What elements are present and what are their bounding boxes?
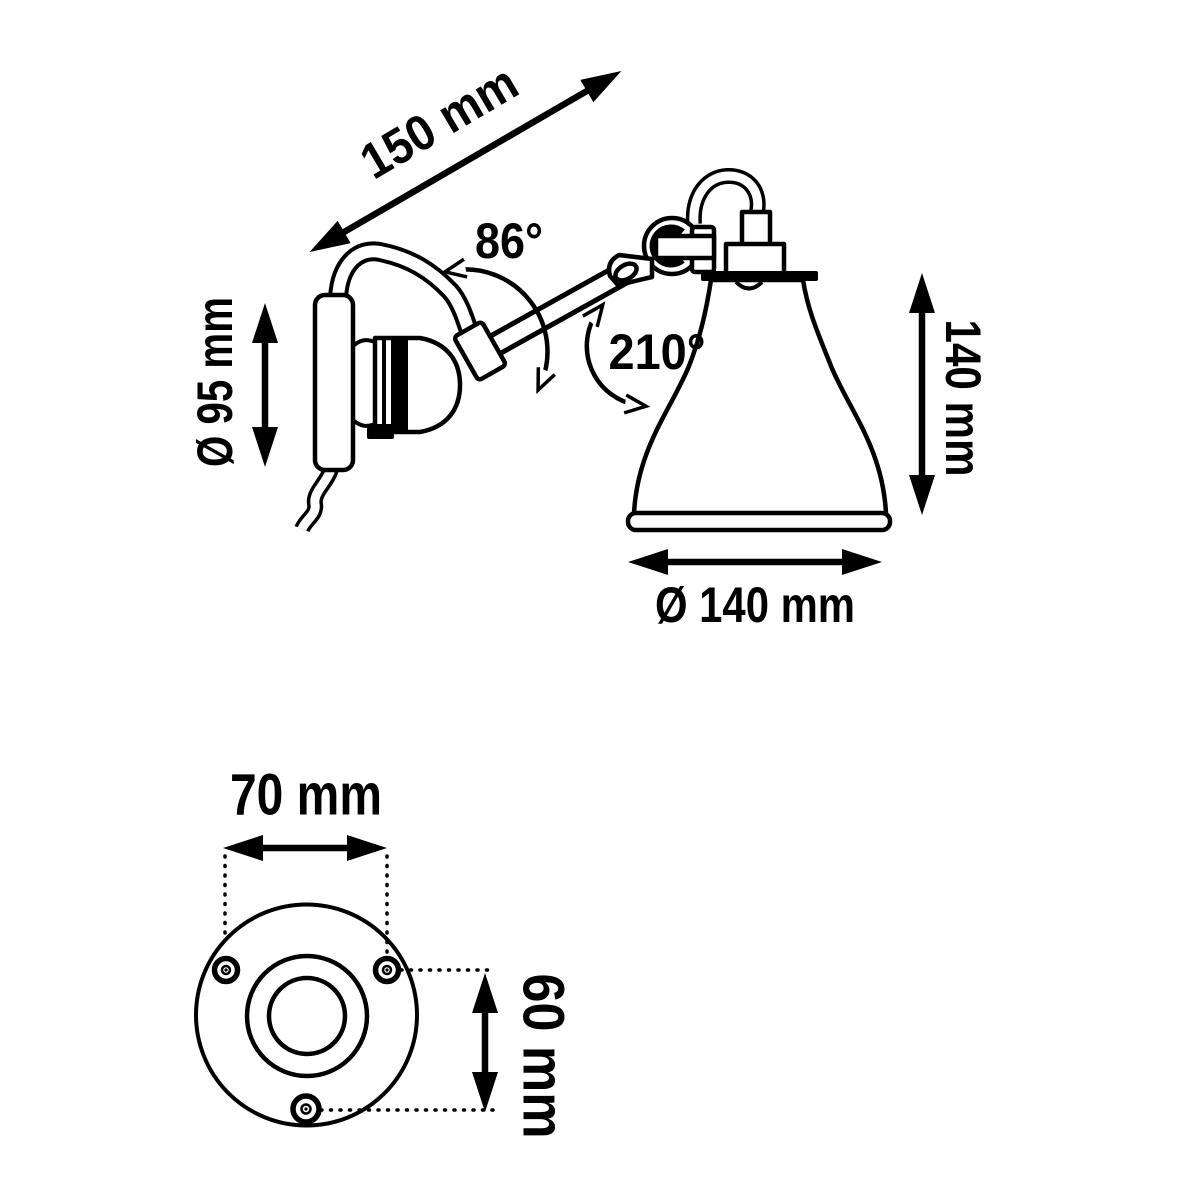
shade-top-bar [701,271,818,281]
dim-backplate-95: Ø 95 mm [187,297,278,467]
side-view: 150 mm 86° [187,54,991,633]
cable-upper [328,241,479,335]
dim-screw-width-label: 70 mm [230,763,382,828]
lamp-socket [367,335,463,439]
power-cord [294,466,339,533]
mount-plate-center-hole [266,975,348,1057]
mount-plate-middle-circle [244,953,370,1079]
dim-backplate-label: Ø 95 mm [187,297,243,467]
dim-shade-diameter-label: Ø 140 mm [655,577,855,633]
shade-rim [625,510,893,533]
base-plate-view: 70 mm 60 mm [194,763,576,1139]
shade-stem [723,209,787,277]
arm-end-pivot [613,261,639,283]
angle-210: 210° [587,310,706,406]
angle-86: 86° [451,213,548,385]
angle-210-label: 210° [609,324,706,380]
screw-top-right [372,955,402,985]
wall-plate [312,292,356,473]
socket-neck [351,338,376,428]
switch-tab [367,424,394,439]
shade-neck-detail [734,280,764,291]
joint-clamp-bar [653,233,717,261]
dim-projection-label: 150 mm [351,54,528,190]
mount-plate-outer-circle [194,902,419,1128]
dim-screw-height-60: 60 mm [472,973,576,1139]
dim-projection-arrow [309,70,622,253]
angle-86-arc [451,269,548,384]
cable-loop [685,168,766,225]
dim-screw-height-label: 60 mm [511,974,576,1139]
elbow-joint [606,215,717,288]
screw-bottom [290,1093,322,1125]
dim-shade-height-140: 140 mm [909,273,991,515]
socket-band [391,337,408,433]
angle-86-label: 86° [475,213,543,269]
dim-projection-150: 150 mm [309,54,622,253]
dim-shade-height-label: 140 mm [935,320,991,477]
dim-screw-width-70: 70 mm [223,763,387,861]
angle-210-arc [587,310,640,406]
dim-shade-diameter-140: Ø 140 mm [628,549,882,633]
screw-top-left [211,955,241,985]
lamp-shade [631,277,889,517]
